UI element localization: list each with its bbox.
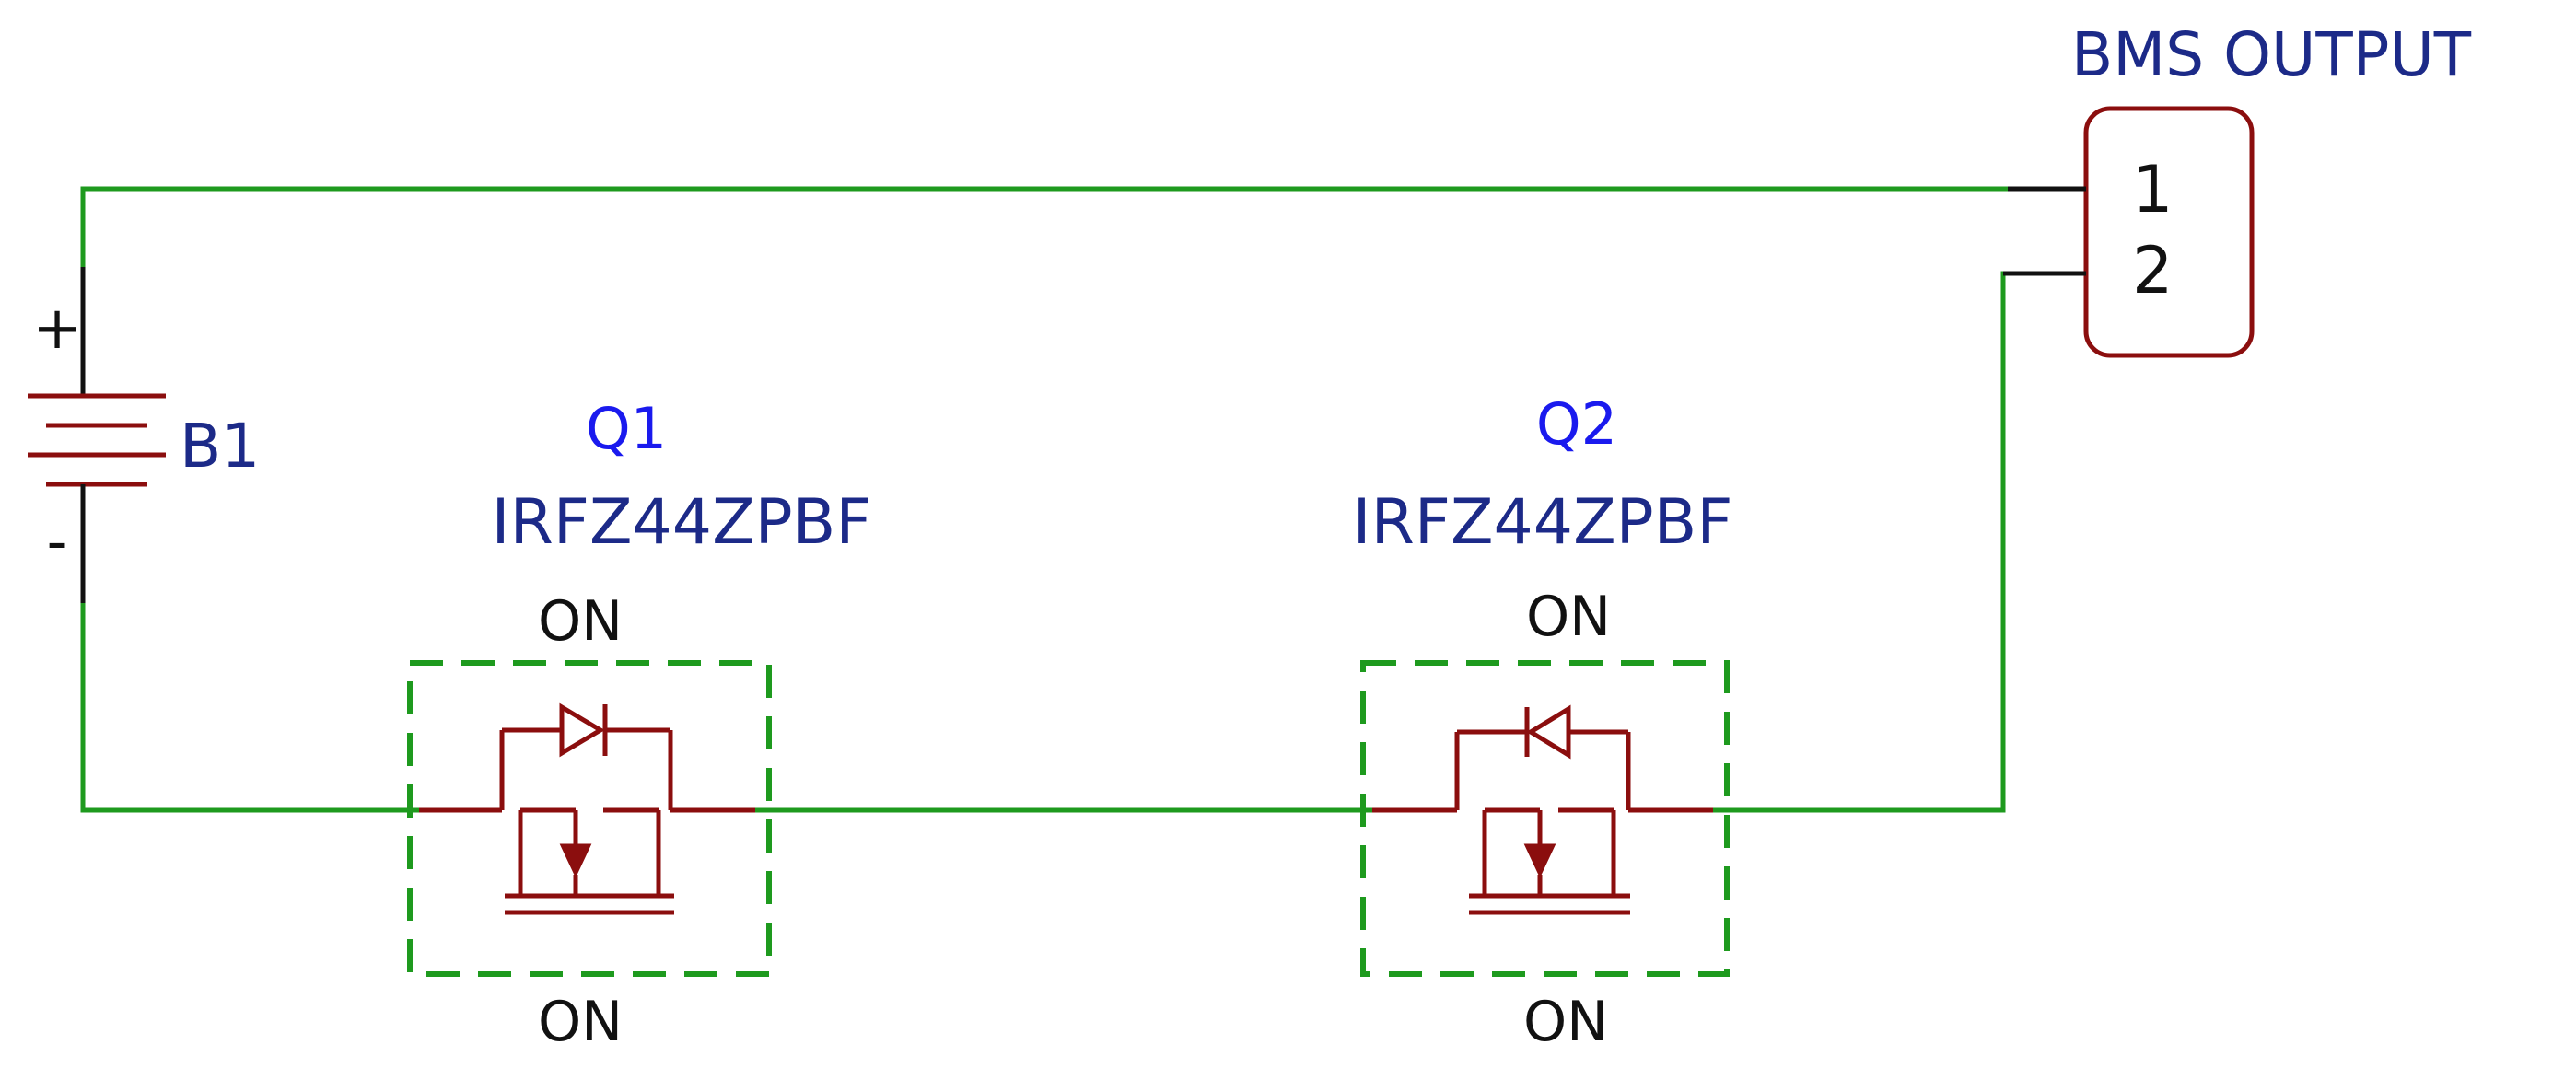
wire-q2-to-connector	[1710, 271, 2006, 813]
battery-minus-sign: -	[46, 508, 67, 576]
q2-ref-label: Q2	[1536, 390, 1617, 458]
battery-ref-label: B1	[180, 411, 260, 482]
q1-top-state-label: ON	[538, 589, 623, 654]
mosfet-q2[interactable]: Q2 IRFZ44ZPBF ON ON	[1353, 390, 1733, 1054]
wires	[80, 186, 2011, 813]
connector-pin-2-label: 2	[2132, 233, 2174, 308]
q1-ref-label: Q1	[586, 395, 667, 462]
connector-body	[2083, 106, 2255, 358]
q2-selection-box	[1360, 660, 1730, 977]
wire-top-rail	[80, 186, 2011, 270]
connector-pin-1-label: 1	[2132, 152, 2174, 227]
q1-selection-box	[407, 660, 772, 977]
q1-symbol	[419, 702, 755, 915]
q2-top-state-label: ON	[1526, 585, 1611, 649]
connector-bms-output[interactable]: BMS OUTPUT 1 2	[2003, 19, 2472, 358]
battery-b1[interactable]: + - B1	[28, 267, 260, 603]
wire-battery-to-q1	[80, 600, 422, 813]
battery-plus-sign: +	[32, 295, 82, 363]
q1-bottom-state-label: ON	[538, 990, 623, 1054]
q1-part-label: IRFZ44ZPBF	[492, 486, 872, 559]
q2-bottom-state-label: ON	[1523, 990, 1608, 1054]
q2-part-label: IRFZ44ZPBF	[1353, 486, 1733, 559]
q2-symbol	[1372, 704, 1713, 915]
mosfet-q1[interactable]: Q1 IRFZ44ZPBF ON ON	[407, 395, 872, 1054]
connector-title: BMS OUTPUT	[2071, 19, 2472, 90]
